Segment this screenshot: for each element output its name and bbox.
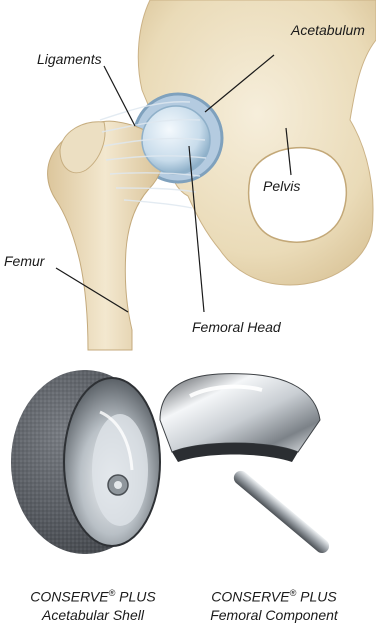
label-ligaments: Ligaments [37,51,102,67]
obturator-foramen [249,148,347,243]
caption-femoral-line1: CONSERVE® PLUS [184,584,364,606]
label-acetabulum: Acetabulum [290,22,365,38]
label-femur: Femur [4,253,46,269]
caption-femoral-reg: ® [290,588,297,598]
caption-shell-name: Acetabular Shell [18,606,168,624]
caption-shell-line1: CONSERVE® PLUS [18,584,168,606]
caption-shell-brand: CONSERVE [30,589,108,605]
caption-femoral-component: CONSERVE® PLUS Femoral Component [184,584,364,624]
caption-shell-product: PLUS [119,589,156,605]
caption-femoral-brand: CONSERVE [211,589,289,605]
caption-femoral-product: PLUS [300,589,337,605]
femoral-component-implant [160,374,332,556]
acetabular-shell-implant [11,370,160,554]
caption-shell-reg: ® [109,588,116,598]
caption-femoral-name: Femoral Component [184,606,364,624]
label-femoral-head: Femoral Head [192,319,282,335]
caption-acetabular-shell: CONSERVE® PLUS Acetabular Shell [18,584,168,624]
label-pelvis: Pelvis [263,178,300,194]
